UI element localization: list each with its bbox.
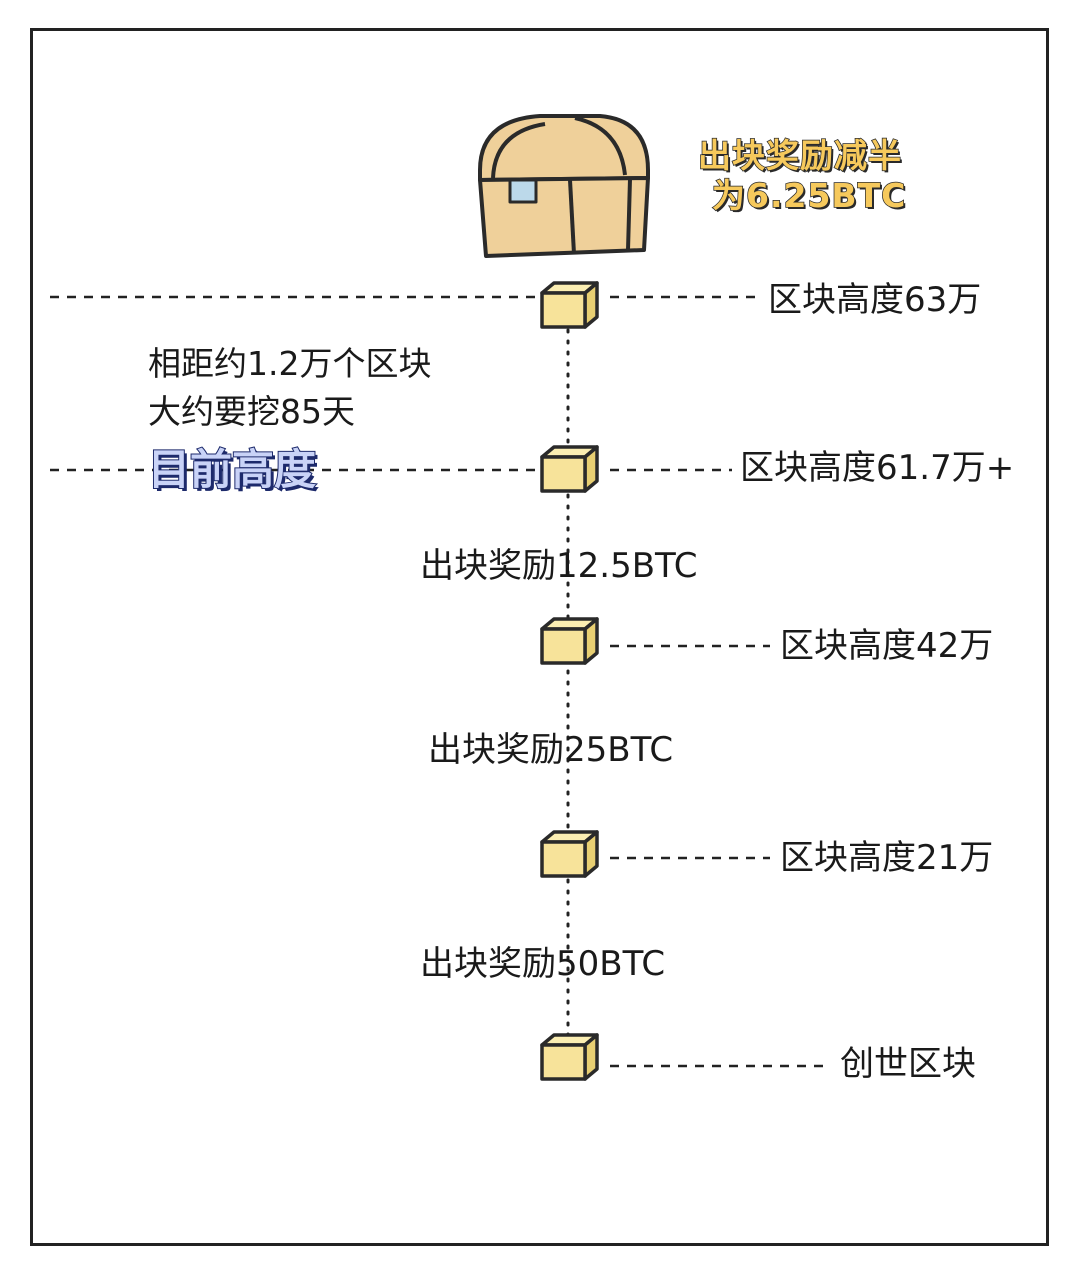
milestone-label-21w: 区块高度21万 (780, 838, 994, 878)
halving-headline-line2: 为6.25BTC (711, 175, 907, 216)
distance-note-line2: 大约要挖85天 (148, 392, 355, 431)
block-current-icon (540, 445, 599, 493)
milestone-label-genesis: 创世区块 (840, 1044, 976, 1084)
reward-label-50: 出块奖励50BTC (420, 944, 666, 984)
reward-label-25: 出块奖励25BTC (428, 730, 674, 770)
milestone-label-617w: 区块高度61.7万+ (740, 448, 1015, 488)
milestone-label-42w: 区块高度42万 (780, 626, 994, 666)
reward-label-12-5: 出块奖励12.5BTC (420, 546, 698, 586)
block-42w-icon (540, 617, 599, 665)
current-height-label: 目前高度 (147, 445, 317, 495)
milestone-label-63w: 区块高度63万 (768, 280, 982, 320)
treasure-chest-icon (478, 114, 650, 258)
block-21w-icon (540, 830, 599, 878)
halving-headline-line1: 出块奖励减半 (697, 135, 902, 176)
block-genesis-icon (540, 1033, 599, 1081)
distance-note-line1: 相距约1.2万个区块 (148, 344, 432, 383)
diagram-frame (30, 28, 1049, 1246)
block-63w-icon (540, 281, 599, 329)
